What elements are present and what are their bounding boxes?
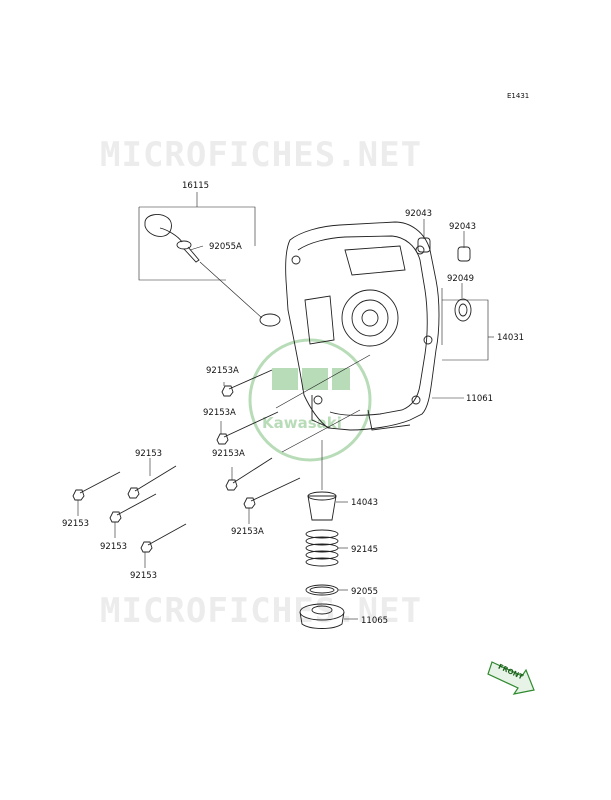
front-direction-arrow: FRONT (487, 661, 535, 695)
label-92153A-4: 92153A (231, 527, 264, 537)
strainer-spring-plug-stack (299, 440, 358, 629)
watermark-bottom: MICROFICHES.NET (100, 591, 422, 631)
brand-logo-watermark: Kawasaki (248, 338, 372, 462)
label-92055: 92055 (351, 587, 378, 597)
label-92145: 92145 (351, 545, 378, 555)
bolts-92153 (72, 458, 187, 568)
label-11065: 11065 (361, 616, 388, 626)
oil-filler-cap-group (138, 192, 281, 327)
label-92153-bot: 92153 (130, 571, 157, 581)
brand-watermark-text: Kawasaki (262, 414, 342, 432)
label-14031: 14031 (497, 333, 524, 343)
label-92043-b: 92043 (449, 222, 476, 232)
label-14043: 14043 (351, 498, 378, 508)
label-16115: 16115 (182, 181, 209, 191)
label-92153-left: 92153 (62, 519, 89, 529)
label-92153A-3: 92153A (212, 449, 245, 459)
label-92153-top: 92153 (135, 449, 162, 459)
label-92055A: 92055A (209, 242, 242, 252)
label-11061: 11061 (466, 394, 493, 404)
diagram-code: E1431 (507, 92, 529, 100)
label-92043-a: 92043 (405, 209, 432, 219)
label-92153-mid: 92153 (100, 542, 127, 552)
dowel-pins-and-seal (417, 219, 494, 399)
label-92153A-1: 92153A (206, 366, 239, 376)
label-92153A-2: 92153A (203, 408, 236, 418)
watermark-top: MICROFICHES.NET (100, 135, 422, 175)
bolts-92153A (216, 354, 371, 524)
label-92049: 92049 (447, 274, 474, 284)
crankcase-cover-11061 (285, 221, 440, 431)
